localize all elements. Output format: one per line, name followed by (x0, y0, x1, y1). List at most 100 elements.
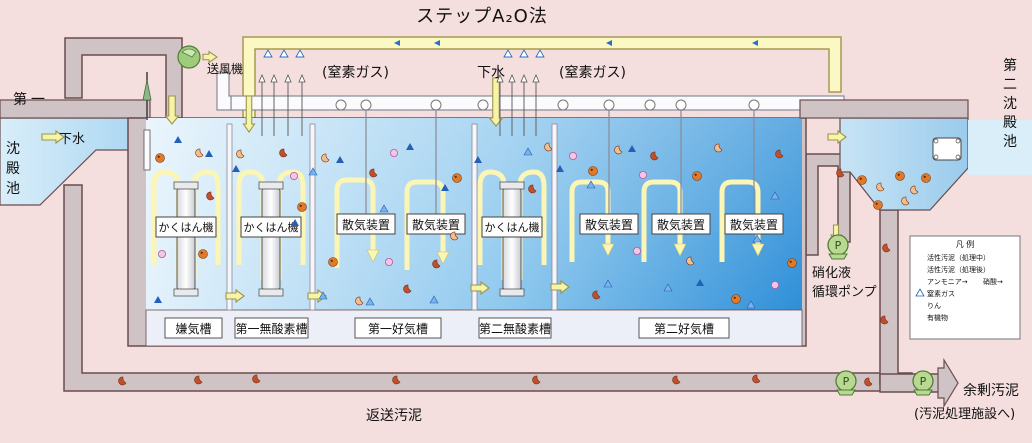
blower-icon (177, 45, 201, 69)
tank-label-3: 第二無酸素槽 (479, 321, 551, 336)
divider-wall-2 (309, 123, 316, 311)
organic-matter-dot (590, 168, 593, 171)
phosphorus-icon (639, 170, 648, 179)
phosphorus-icon (569, 151, 578, 160)
active-sludge-icon (194, 375, 203, 385)
clarifier-inflow-arrow (827, 129, 847, 145)
aerators-layer: 散気装置散気装置散気装置散気装置散気装置 (335, 99, 784, 235)
return-sludge-pump-icon-label: P (843, 375, 850, 388)
mixer-anoxic-1-loop-left (236, 169, 266, 280)
aerator-label: 散気装置 (342, 217, 390, 232)
aerator-label: 散気装置 (412, 217, 460, 232)
tank-label-box (638, 317, 730, 339)
clarifier-scraper-icon (932, 137, 962, 161)
organic-matter-dot (299, 204, 302, 207)
active-sludge-icon (880, 315, 889, 325)
aerator-valve-icon (603, 99, 615, 111)
blower-outlet-arrow (202, 50, 218, 64)
active-sludge-icon (252, 374, 261, 384)
organic-matter-dot (330, 259, 333, 262)
air-header-valve-icon (477, 99, 489, 111)
secondary-clarifier-label-char: 池 (1003, 134, 1017, 150)
nitrate-icon (770, 191, 780, 200)
organic-matter-icon (921, 173, 931, 183)
mixers-layer: かくはん機かくはん機かくはん機 (151, 169, 547, 297)
organic-matter-icon (155, 153, 165, 163)
aerator-valve-icon (748, 99, 760, 111)
active-sludge-icon (882, 243, 891, 253)
step-feed-drop-arrow (242, 95, 256, 133)
circulation-loop (404, 179, 446, 270)
aerator-box (724, 213, 784, 235)
nitrogen-gas-marker (279, 49, 289, 58)
secondary-clarifier-label-char: 沈 (1003, 96, 1017, 112)
phosphorus-icon (771, 280, 780, 289)
ammonia-icon (441, 184, 449, 191)
legend-n2-icon (915, 288, 925, 297)
phosphorus-icon (384, 257, 393, 266)
secondary-clarifier-outlet-wall (968, 120, 1032, 175)
legend-title: 凡 例 (956, 239, 975, 249)
organic-matter-icon (297, 202, 307, 212)
circulation-loop-head (673, 243, 687, 257)
mixer-anaerobic-label: かくはん機 (159, 220, 214, 234)
organic-matter-icon (895, 171, 905, 181)
primary-clarifier-label-char: 第 (13, 91, 27, 108)
primary-clarifier-label-char: 一 (31, 92, 45, 108)
circulation-loop (569, 179, 611, 262)
active-sludge-icon (775, 149, 784, 159)
aerator-box (406, 213, 466, 235)
active-sludge-treated-icon (910, 185, 919, 195)
circulation-loop-head (366, 249, 380, 263)
aerator-box (651, 213, 711, 235)
nitrogen-gas-arrowhead (496, 73, 504, 83)
scraper-bolt (955, 154, 961, 160)
aerator-box (579, 213, 639, 235)
organic-matter-dot (454, 175, 457, 178)
active-sludge-icon (650, 151, 659, 161)
recycle-pump-label-1: 硝化液 (812, 266, 851, 281)
organic-matter-dot (897, 173, 900, 176)
circulation-loop (334, 177, 376, 268)
return-sludge-label: 返送汚泥 (366, 408, 422, 424)
active-sludge-treated-icon (355, 296, 364, 306)
active-sludge-icon (528, 184, 537, 194)
transfer-arrow-3 (470, 280, 490, 296)
nitrate-icon (586, 180, 596, 189)
phosphorus-icon (389, 148, 398, 157)
circulation-loop-head (436, 251, 450, 265)
mixer-anaerobic-label-box (155, 216, 217, 238)
legend-box (909, 235, 1021, 340)
loop-flow-marker (434, 40, 440, 46)
mixer-anoxic-2-base (499, 288, 525, 297)
blower-label: 送風機 (207, 61, 243, 76)
divider-wall-3 (471, 123, 478, 311)
active-sludge-treated-icon (450, 231, 459, 241)
active-sludge-treated-icon (614, 145, 623, 155)
nitrate-icon (746, 300, 756, 309)
tank-label-0: 嫌気槽 (175, 321, 211, 336)
nitrogen-gas-arrowhead (258, 73, 266, 83)
active-sludge-icon (672, 375, 681, 385)
loop-flow-marker (606, 40, 612, 46)
transfer-arrow-4 (550, 279, 570, 295)
active-sludge-icon (532, 375, 541, 385)
active-sludge-icon (403, 284, 412, 294)
secondary-clarifier-lid (799, 99, 969, 119)
flow-arrows-layer (41, 40, 959, 409)
mixer-anoxic-2-cap (499, 181, 525, 190)
nitrate-icon (318, 291, 328, 300)
active-sludge-icon (752, 374, 761, 384)
circulation-loop-head (751, 243, 765, 257)
mixer-anoxic-2-loop-right (517, 169, 547, 280)
secondary-clarifier-basin (839, 117, 969, 211)
organic-matter-icon (692, 171, 702, 181)
scraper-bolt (933, 138, 939, 144)
primary-inflow-label: 下水 (59, 132, 85, 147)
active-sludge-icon (279, 148, 288, 158)
air-header-valve-icon (335, 99, 347, 111)
mixer-anoxic-1-cap (258, 181, 284, 190)
legend-item-ammonia: アンモニア→ (927, 278, 968, 286)
